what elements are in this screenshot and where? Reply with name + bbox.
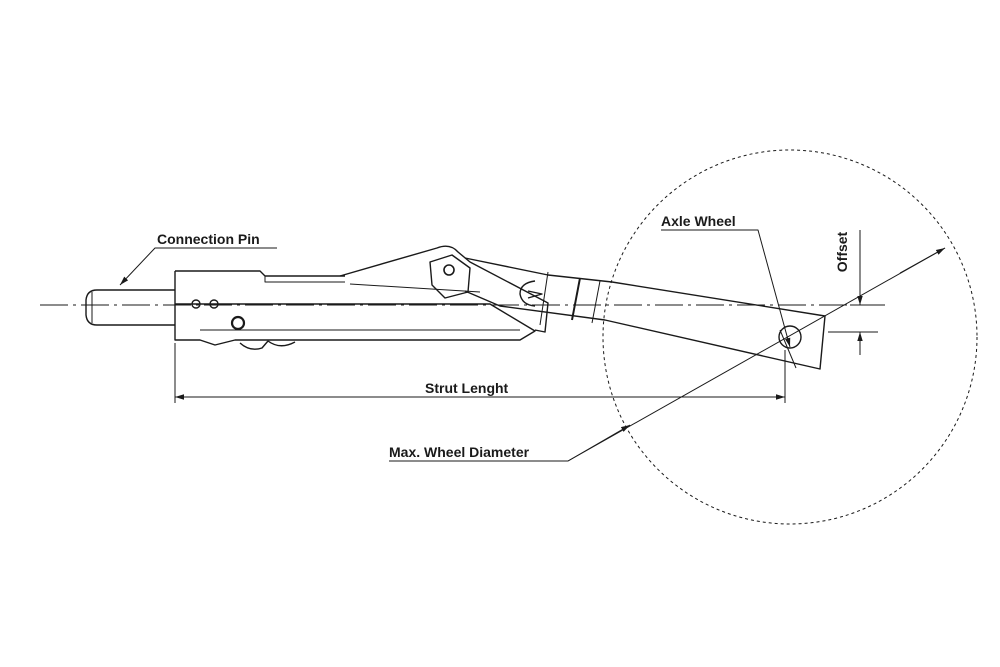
max-wheel-diameter-label: Max. Wheel Diameter [389,444,530,460]
circlip [519,280,543,307]
strut-housing [174,270,536,346]
housing-hole [209,299,219,309]
axle-wheel-label: Axle Wheel [661,213,736,229]
axle-hole [778,325,802,349]
connection-pin-label: Connection Pin [157,231,260,247]
max-wheel-circle [602,149,978,525]
scissor-arm [339,245,549,333]
connection-pin [85,289,175,326]
pivot-pin [443,264,455,276]
offset-label: Offset [834,231,851,273]
lower-leg [464,257,826,370]
housing-hole [191,299,201,309]
strut-length-label: Strut Lenght [425,380,509,396]
max-wheel-diameter-leader [389,247,946,462]
housing-bolt [230,315,246,331]
connection-pin-leader [119,247,277,286]
pivot-block [429,254,471,299]
lower-latch [239,340,296,350]
axle-wheel-leader [661,229,791,348]
